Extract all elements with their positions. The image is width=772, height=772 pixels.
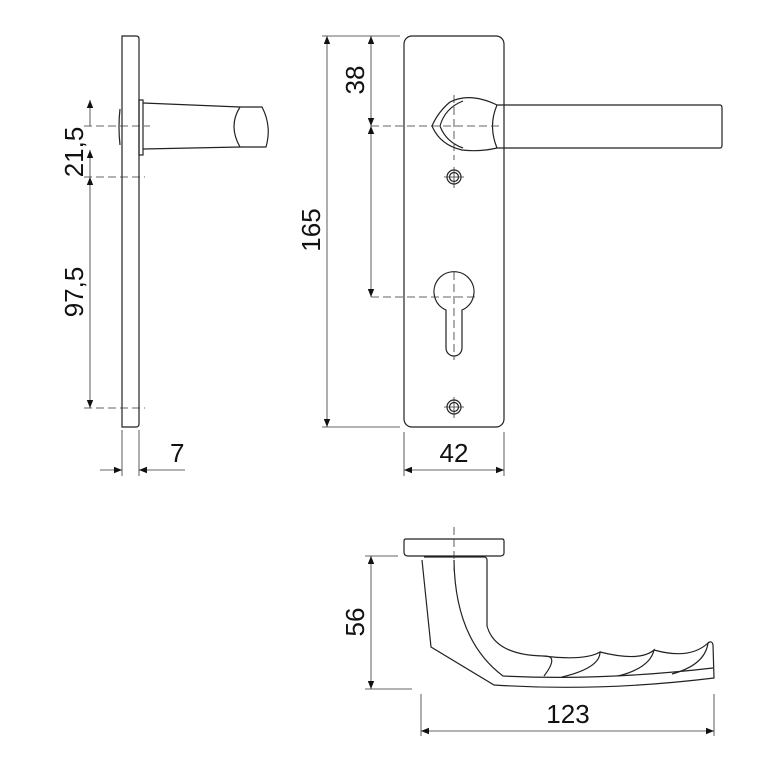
dim-label-21-5: 21,5 <box>59 127 89 178</box>
front-view: 165 38 42 <box>296 35 723 476</box>
side-rose <box>138 99 144 156</box>
top-lever-grips <box>486 560 709 678</box>
side-handle-cone <box>142 102 241 150</box>
top-lever-outline <box>421 559 715 688</box>
dim-label-56: 56 <box>340 608 370 637</box>
side-view: 21,5 97,5 7 <box>59 35 269 476</box>
handle-rose <box>431 97 498 152</box>
dim-label-7: 7 <box>170 438 184 468</box>
dim-label-42: 42 <box>440 438 469 468</box>
top-view: 56 123 <box>340 527 715 736</box>
dim-label-165: 165 <box>296 208 326 251</box>
front-plate <box>403 35 505 428</box>
dim-label-123: 123 <box>546 699 589 729</box>
side-plate <box>121 35 140 428</box>
dim-label-38: 38 <box>340 66 370 95</box>
keyhole-cylinder <box>433 271 475 357</box>
side-handle-knob <box>233 106 269 148</box>
dim-label-97-5: 97,5 <box>59 267 89 318</box>
top-rose <box>403 538 505 557</box>
handle-lever <box>491 104 723 149</box>
